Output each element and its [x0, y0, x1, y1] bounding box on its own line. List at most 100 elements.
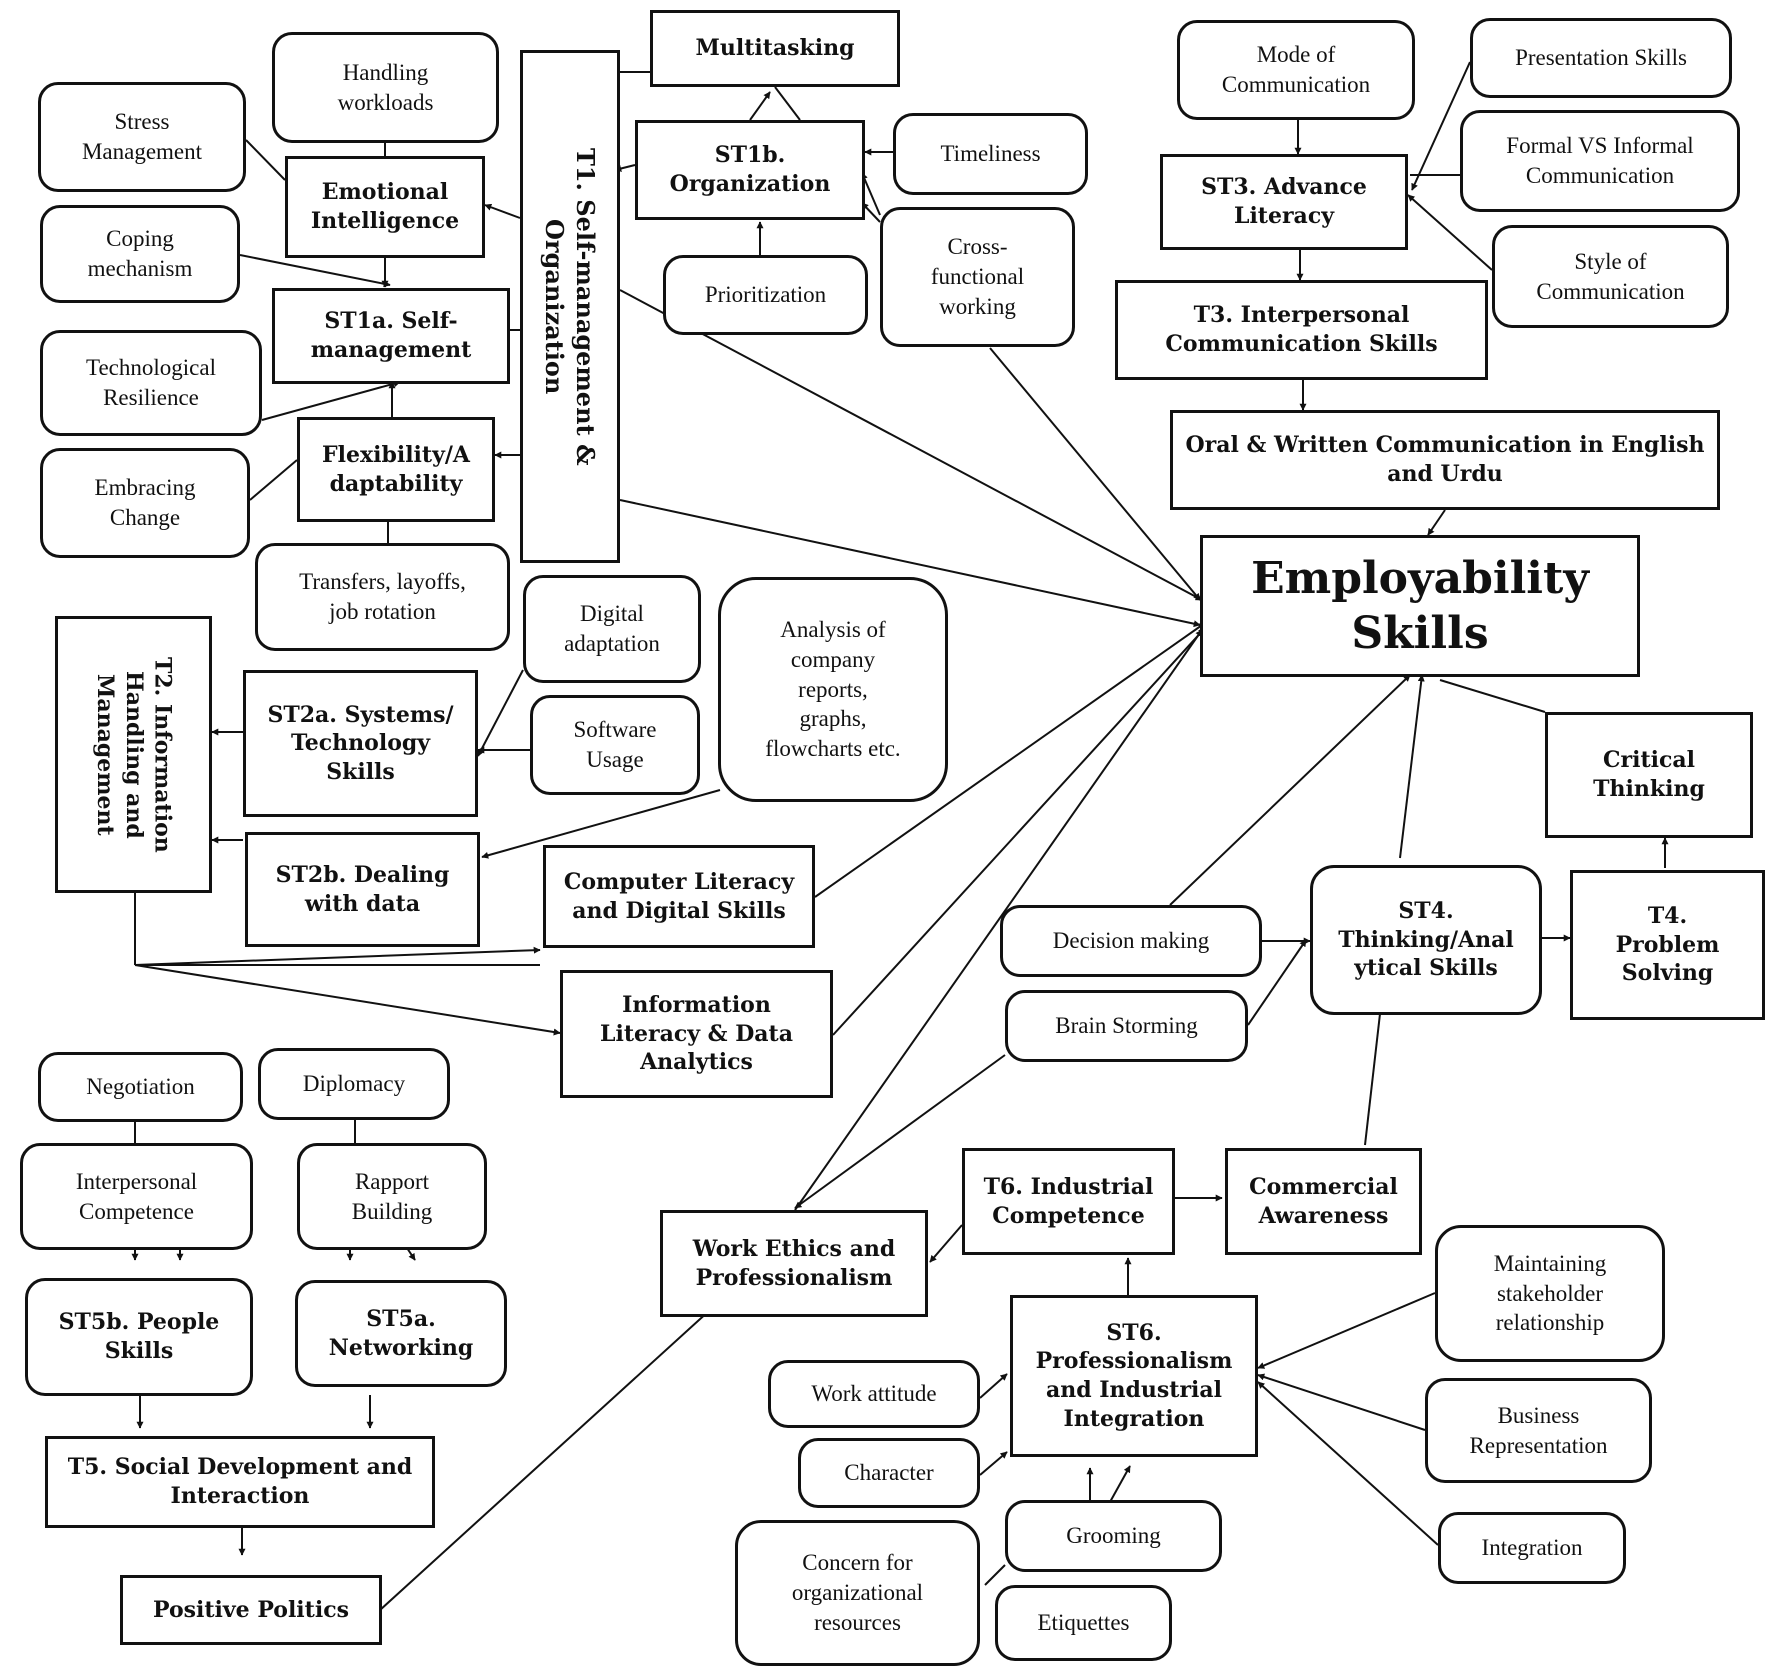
edge: [794, 1054, 1006, 1209]
t5-label: T5. Social Development and Interaction: [67, 1454, 413, 1509]
prioritization-box: Prioritization: [663, 255, 868, 335]
timeliness-box: Timeliness: [893, 113, 1088, 195]
st6-box: ST6. Professionalism and Industrial Inte…: [1010, 1295, 1258, 1457]
edge: [1257, 1373, 1426, 1431]
employability-label: Employability Skills: [1251, 553, 1589, 659]
edge: [979, 1373, 1008, 1399]
t2-label: T2. Information Handling and Management: [92, 656, 176, 853]
digital-adaptation-box: Digital adaptation: [523, 575, 701, 683]
edge: [245, 139, 286, 181]
edge: [1247, 939, 1307, 1026]
software-usage-label: Software Usage: [573, 717, 657, 772]
technological-resilience-label: Technological Resilience: [86, 355, 216, 410]
edge: [1257, 1381, 1439, 1546]
edge: [861, 172, 881, 216]
work-attitude-box: Work attitude: [768, 1360, 980, 1428]
critical-thinking-label: Critical Thinking: [1593, 747, 1705, 802]
edge: [1169, 674, 1411, 906]
formal-informal-label: Formal VS Informal Communication: [1506, 133, 1694, 188]
st2a-box: ST2a. Systems/ Technology Skills: [243, 670, 478, 817]
edge: [814, 622, 1206, 898]
concern-resources-box: Concern for organizational resources: [735, 1520, 980, 1666]
timeliness-label: Timeliness: [940, 141, 1041, 167]
emotional-intelligence-box: Emotional Intelligence: [285, 156, 485, 258]
employability-box: Employability Skills: [1200, 535, 1640, 677]
decision-making-label: Decision making: [1052, 928, 1210, 954]
flexibility-box: Flexibility/A daptability: [297, 417, 495, 522]
business-representation-label: Business Representation: [1469, 1402, 1608, 1458]
t6-box: T6. Industrial Competence: [962, 1148, 1175, 1255]
st3-label: ST3. Advance Literacy: [1201, 174, 1367, 229]
software-usage-box: Software Usage: [530, 695, 700, 795]
t4-box: T4. Problem Solving: [1570, 870, 1765, 1020]
integration-label: Integration: [1481, 1535, 1583, 1561]
st6-label: ST6. Professionalism and Industrial Inte…: [1035, 1319, 1233, 1432]
oral-written-label: Oral & Written Communication in English …: [1185, 432, 1705, 487]
presentation-skills-label: Presentation Skills: [1515, 45, 1687, 71]
edge: [1439, 679, 1546, 713]
edge: [929, 1224, 963, 1263]
stress-management-label: Stress Management: [81, 109, 203, 164]
edge: [832, 627, 1206, 1036]
edge: [619, 499, 1201, 628]
oral-written-box: Oral & Written Communication in English …: [1170, 410, 1720, 510]
edge: [1257, 1292, 1436, 1369]
concern-resources-label: Concern for organizational resources: [791, 1550, 924, 1635]
handling-workloads-label: Handling workloads: [337, 59, 434, 115]
edge: [481, 789, 721, 859]
style-of-communication-box: Style of Communication: [1492, 225, 1729, 328]
t3-label: T3. Interpersonal Communication Skills: [1165, 302, 1438, 357]
prioritization-label: Prioritization: [704, 282, 827, 308]
work-ethics-label: Work Ethics and Professionalism: [692, 1235, 896, 1291]
information-literacy-box: Information Literacy & Data Analytics: [560, 970, 833, 1098]
edge: [984, 1564, 1006, 1586]
embracing-change-box: Embracing Change: [40, 448, 250, 558]
etiquettes-label: Etiquettes: [1037, 1610, 1130, 1636]
business-representation-box: Business Representation: [1425, 1378, 1652, 1483]
st1b-label: ST1b. Organization: [669, 142, 831, 197]
edge: [794, 629, 1203, 1211]
t5-box: T5. Social Development and Interaction: [45, 1436, 435, 1528]
t4-label: T4. Problem Solving: [1615, 903, 1720, 987]
handling-workloads-box: Handling workloads: [272, 32, 499, 143]
t6-label: T6. Industrial Competence: [983, 1173, 1154, 1229]
emotional-intelligence-label: Emotional Intelligence: [310, 179, 460, 234]
positive-politics-label: Positive Politics: [153, 1596, 349, 1623]
edge: [1399, 674, 1425, 859]
transfers-label: Transfers, layoffs, job rotation: [299, 569, 466, 624]
edge: [239, 254, 391, 288]
character-box: Character: [798, 1438, 980, 1508]
edge: [1109, 1465, 1131, 1503]
flexibility-label: Flexibility/A daptability: [322, 441, 470, 497]
st5a-box: ST5a. Networking: [295, 1280, 507, 1387]
computer-literacy-box: Computer Literacy and Digital Skills: [543, 845, 815, 948]
edge: [261, 380, 401, 421]
st5b-box: ST5b. People Skills: [25, 1278, 253, 1396]
st2b-label: ST2b. Dealing with data: [275, 861, 450, 917]
brain-storming-label: Brain Storming: [1055, 1013, 1198, 1039]
coping-mechanism-label: Coping mechanism: [87, 226, 193, 281]
interpersonal-competence-box: Interpersonal Competence: [20, 1143, 253, 1250]
st1a-box: ST1a. Self- management: [272, 288, 510, 384]
edge: [477, 669, 524, 757]
commercial-awareness-box: Commercial Awareness: [1225, 1148, 1422, 1255]
st4-box: ST4. Thinking/Anal ytical Skills: [1310, 865, 1542, 1015]
edge: [979, 1451, 1008, 1476]
style-of-communication-label: Style of Communication: [1536, 248, 1685, 304]
st3-box: ST3. Advance Literacy: [1160, 154, 1408, 250]
st2b-box: ST2b. Dealing with data: [245, 832, 480, 947]
st1a-label: ST1a. Self- management: [310, 308, 472, 363]
edge: [134, 964, 561, 1036]
st5b-label: ST5b. People Skills: [58, 1309, 220, 1364]
work-attitude-label: Work attitude: [811, 1381, 937, 1407]
embracing-change-label: Embracing Change: [94, 475, 196, 530]
negotiation-box: Negotiation: [38, 1052, 243, 1122]
technological-resilience-box: Technological Resilience: [40, 330, 262, 436]
analysis-reports-label: Analysis of company reports, graphs, flo…: [765, 616, 901, 762]
stress-management-box: Stress Management: [38, 82, 246, 192]
brain-storming-box: Brain Storming: [1005, 990, 1248, 1062]
st5a-label: ST5a. Networking: [328, 1305, 474, 1361]
integration-box: Integration: [1438, 1512, 1626, 1584]
